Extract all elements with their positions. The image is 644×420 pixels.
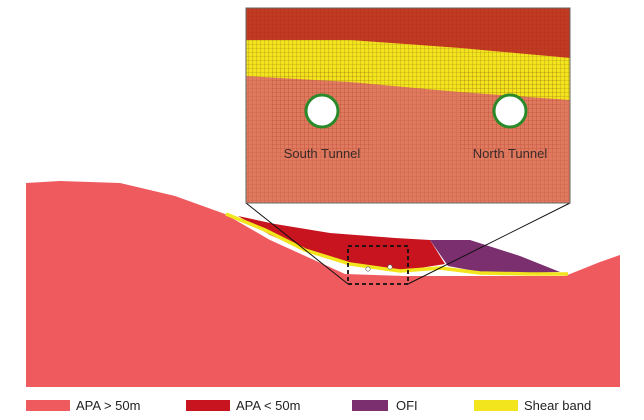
ofi-region — [430, 240, 560, 273]
apa-lt-50m-region — [238, 216, 445, 270]
zoom-inset-border — [245, 7, 571, 204]
south-tunnel-label: South Tunnel — [284, 146, 361, 161]
legend: APA > 50m APA < 50m OFI Shear band — [26, 398, 591, 413]
legend-swatch-shear-band — [474, 400, 518, 411]
ground-apa-gt-50m-region — [26, 181, 620, 387]
north-tunnel-marker — [387, 264, 393, 270]
north-tunnel-label: North Tunnel — [473, 146, 548, 161]
south-tunnel-icon — [304, 93, 340, 129]
legend-swatch-apa-lt-50m — [186, 400, 230, 411]
legend-label-apa-gt-50m: APA > 50m — [76, 398, 140, 413]
north-tunnel-icon — [492, 93, 528, 129]
legend-label-shear-band: Shear band — [524, 398, 591, 413]
zoom-focus-box — [347, 245, 409, 285]
legend-swatch-ofi — [352, 400, 388, 411]
zoom-connector-right — [407, 202, 571, 285]
legend-label-ofi: OFI — [396, 398, 418, 413]
legend-label-apa-lt-50m: APA < 50m — [236, 398, 300, 413]
zoom-connector-left — [245, 202, 349, 285]
south-tunnel-marker — [365, 266, 371, 272]
shear-band-region — [225, 212, 568, 276]
legend-swatch-apa-gt-50m — [26, 400, 70, 411]
zoom-inset — [246, 8, 570, 203]
